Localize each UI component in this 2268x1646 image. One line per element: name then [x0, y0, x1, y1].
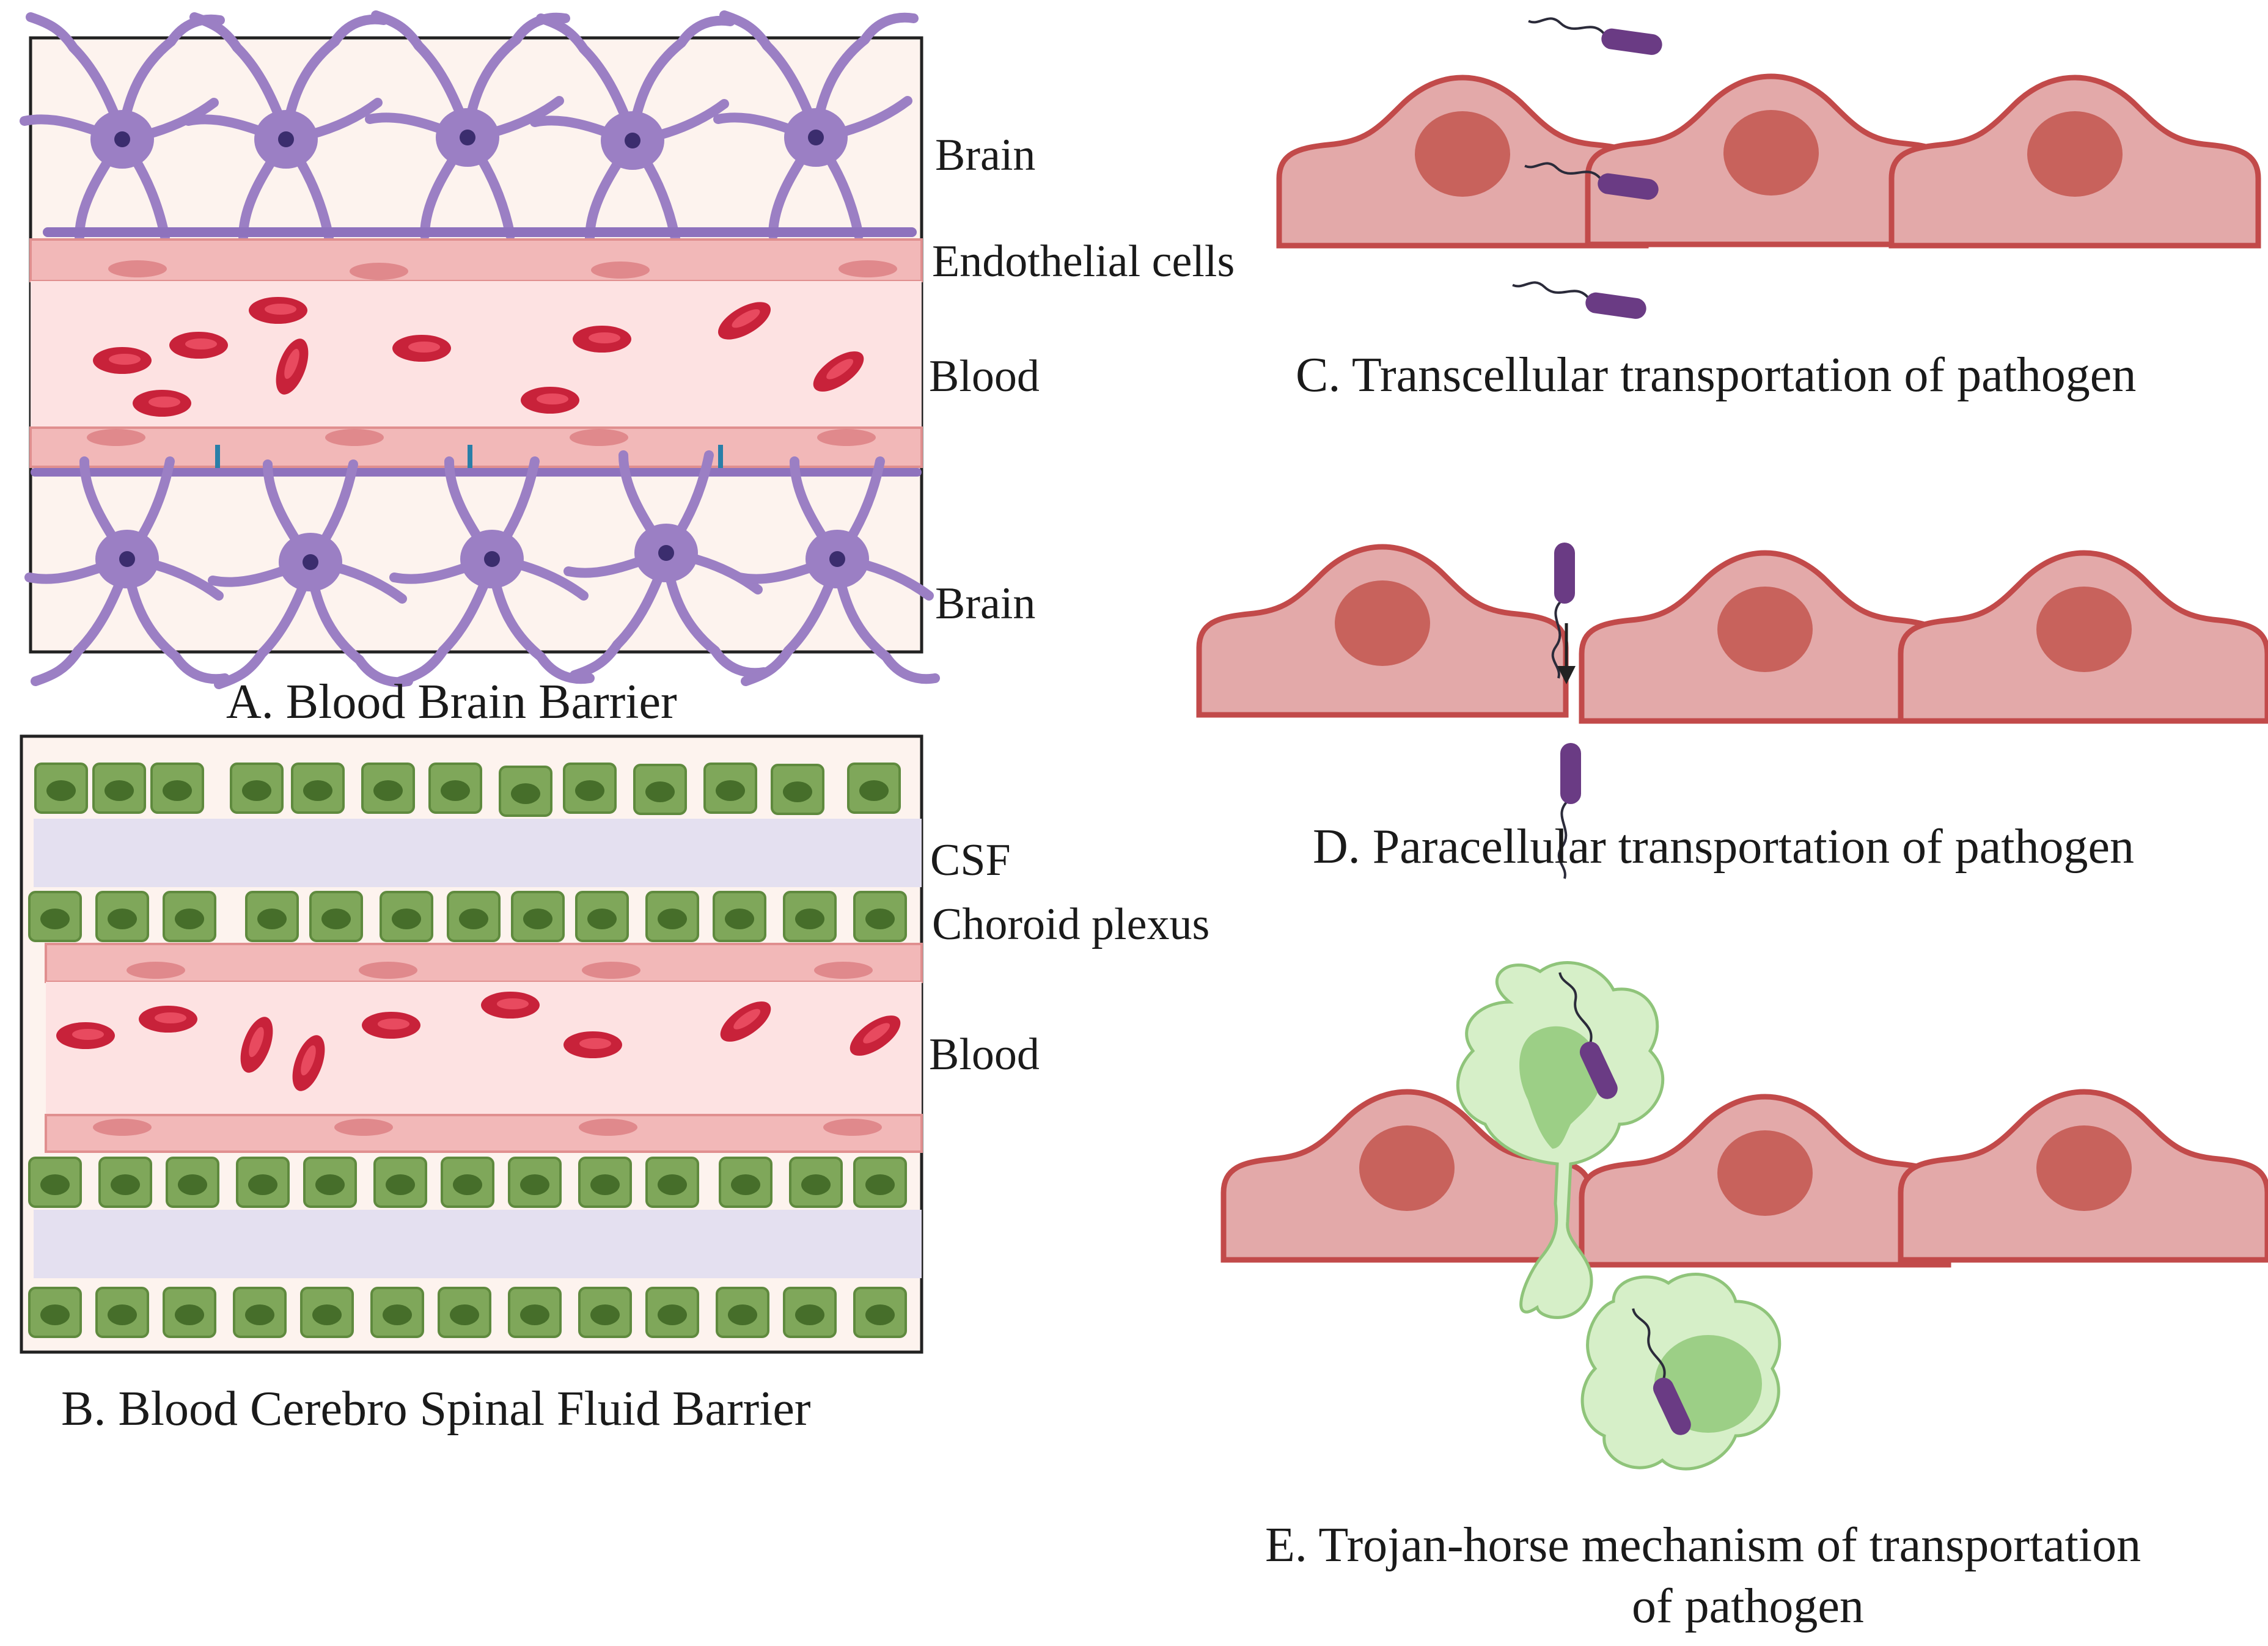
label-blood-a: Blood: [929, 351, 1040, 401]
panel-c-diagram: [1279, 14, 2258, 322]
epithelial-cell: [1892, 78, 2258, 246]
caption-panel-d: D. Paracellular transportation of pathog…: [1313, 820, 2134, 874]
csf-layer-2: [34, 1210, 922, 1278]
panel-a-diagram: [24, 15, 935, 684]
panel-b-diagram: [20, 734, 923, 1354]
caption-panel-a: A. Blood Brain Barrier: [226, 675, 677, 729]
bacterium: [1525, 14, 1665, 58]
panel-d-diagram: [1199, 541, 2267, 880]
endothelium-b-top: [45, 943, 923, 983]
macrophage-transmigrating: [1456, 961, 1665, 1319]
end-feet-bottom: [31, 468, 922, 477]
label-brain-top: Brain: [935, 130, 1035, 180]
epithelial-cell: [1582, 553, 1948, 721]
tight-junctions: [215, 445, 723, 469]
label-brain-bottom: Brain: [935, 579, 1035, 629]
endothelium-top: [29, 238, 923, 282]
endothelium-b-bottom: [45, 1114, 923, 1153]
macrophage-with-pathogen: [1580, 1273, 1782, 1471]
epithelial-cell: [1199, 547, 1566, 715]
label-choroid-plexus: Choroid plexus: [932, 899, 1209, 949]
bacterium: [1509, 278, 1650, 322]
caption-panel-b: B. Blood Cerebro Spinal Fluid Barrier: [61, 1382, 811, 1436]
arrow-down-icon: [1557, 623, 1576, 684]
label-blood-b: Blood: [929, 1030, 1040, 1080]
label-csf: CSF: [930, 835, 1011, 885]
epithelial-cell: [1582, 1097, 1948, 1265]
caption-panel-c: C. Transcellular transportation of patho…: [1296, 348, 2136, 402]
caption-panel-e-line2: of pathogen: [1632, 1579, 1864, 1633]
caption-panel-e-line1: E. Trojan-horse mechanism of transportat…: [1265, 1518, 2141, 1572]
epithelial-cell: [1901, 553, 2267, 721]
endothelium-bottom: [29, 426, 923, 468]
epithelial-cell: [1901, 1092, 2267, 1260]
csf-layer-1: [34, 819, 922, 887]
label-endothelial-cells: Endothelial cells: [932, 236, 1235, 287]
panel-e-diagram: [1224, 961, 2267, 1471]
end-feet-top: [43, 227, 917, 237]
